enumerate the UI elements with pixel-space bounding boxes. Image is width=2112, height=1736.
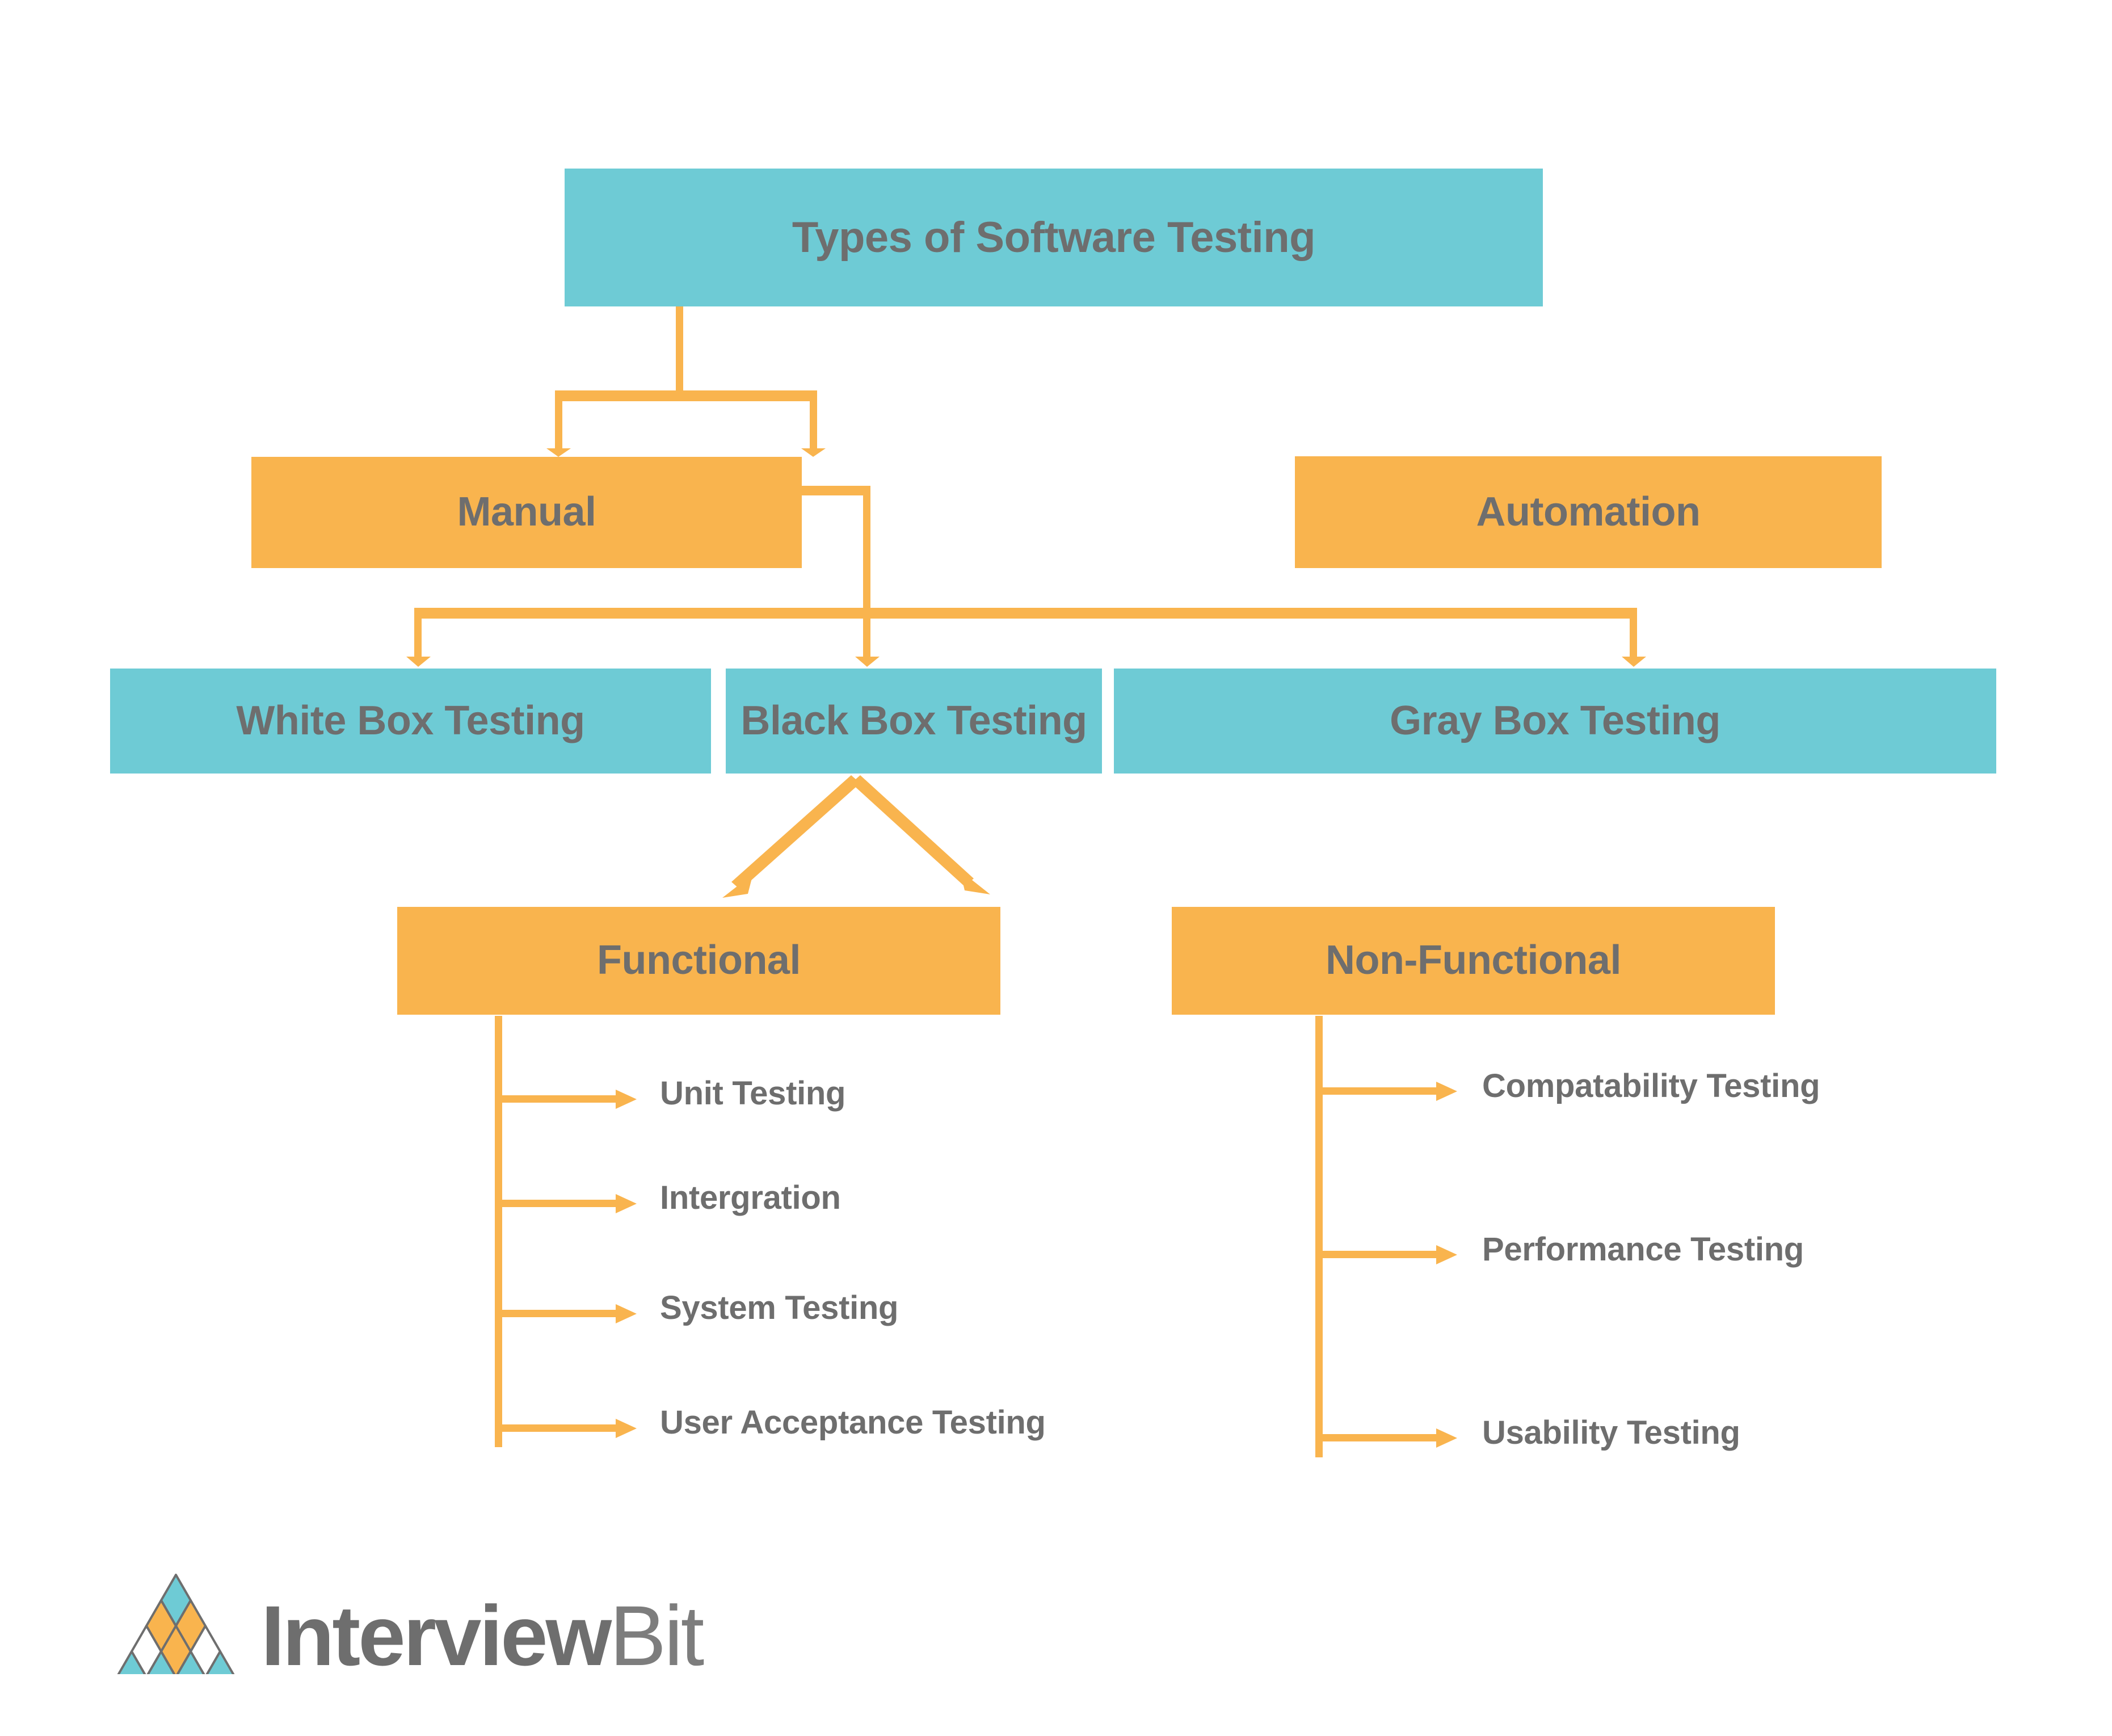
leaf-system-testing[interactable]: System Testing <box>660 1289 899 1326</box>
node-functional-label: Functional <box>597 938 801 983</box>
node-black-box-testing[interactable]: Black Box Testing <box>726 669 1102 774</box>
node-non-functional[interactable]: Non-Functional <box>1172 907 1775 1015</box>
node-non-functional-label: Non-Functional <box>1326 938 1621 983</box>
node-manual[interactable]: Manual <box>251 457 802 568</box>
leaf-unit-testing[interactable]: Unit Testing <box>660 1075 846 1112</box>
interviewbit-logo: InterviewBit <box>102 1572 704 1703</box>
node-root[interactable]: Types of Software Testing <box>565 169 1543 306</box>
leaf-user-acceptance-testing[interactable]: User Acceptance Testing <box>660 1404 1046 1441</box>
interviewbit-logo-mark <box>117 1574 235 1674</box>
interviewbit-wordmark: InterviewBit <box>261 1587 704 1685</box>
node-gray-box-testing[interactable]: Gray Box Testing <box>1114 669 1996 774</box>
leaf-usability-testing[interactable]: Usability Testing <box>1482 1414 1740 1451</box>
leaf-performance-testing[interactable]: Performance Testing <box>1482 1231 1804 1268</box>
leaf-compatability-testing[interactable]: Compatability Testing <box>1482 1067 1820 1104</box>
leaf-intergration[interactable]: Intergration <box>660 1179 841 1216</box>
node-white-box-testing-label: White Box Testing <box>236 697 585 743</box>
node-white-box-testing[interactable]: White Box Testing <box>110 669 711 774</box>
node-black-box-testing-label: Black Box Testing <box>741 697 1087 743</box>
node-manual-label: Manual <box>457 489 596 535</box>
node-automation[interactable]: Automation <box>1295 456 1882 568</box>
node-gray-box-testing-label: Gray Box Testing <box>1390 697 1720 743</box>
node-root-label: Types of Software Testing <box>792 213 1316 262</box>
logo-word-bit: Bit <box>609 1588 704 1683</box>
node-functional[interactable]: Functional <box>397 907 1000 1015</box>
logo-word-interview: Interview <box>261 1588 612 1683</box>
node-automation-label: Automation <box>1476 489 1701 535</box>
